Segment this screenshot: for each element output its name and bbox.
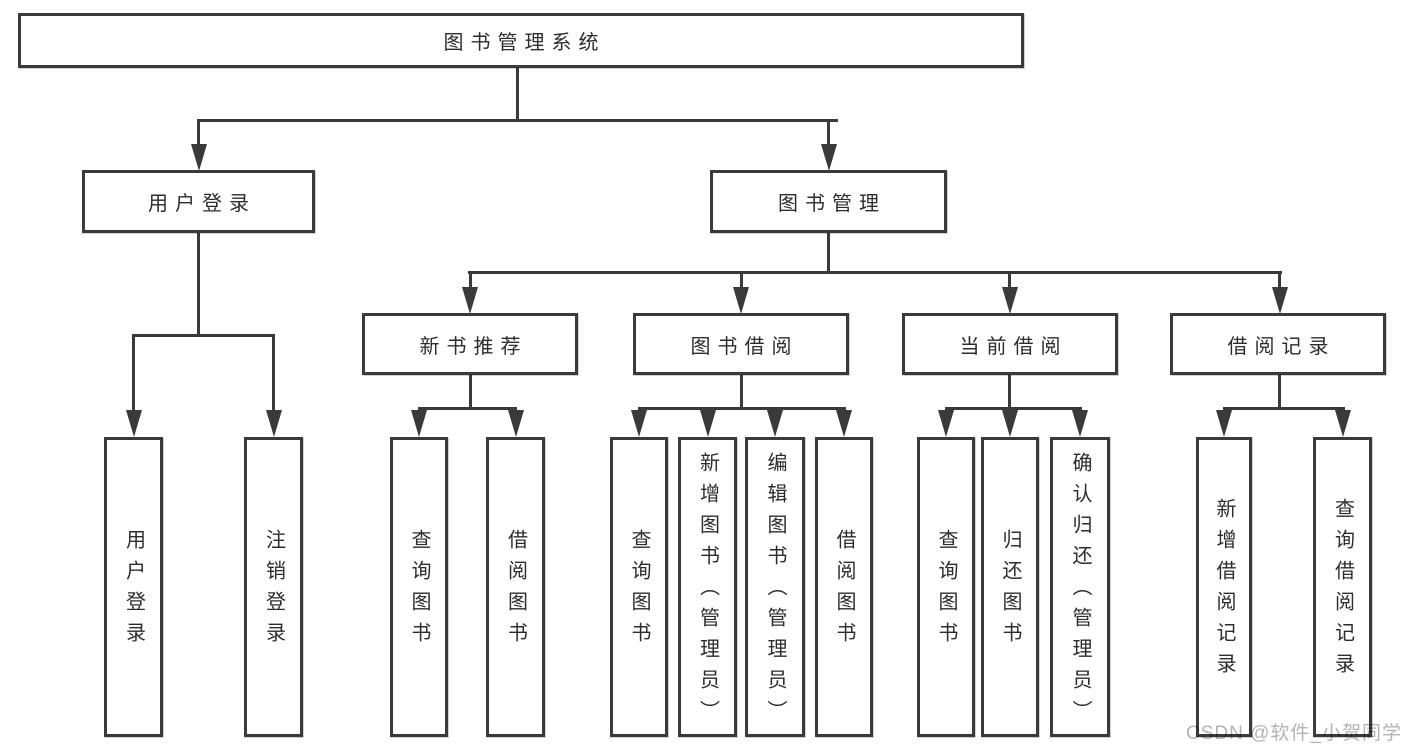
connector-drop-user-login (197, 119, 200, 146)
arrow-down-book-management-icon (821, 144, 837, 171)
node-user-login: 用户登录 (82, 170, 315, 233)
connector-level3-bus (468, 271, 1282, 274)
arrow-down-cb-return-icon (1002, 410, 1018, 437)
connector-book-borrowing-bus (638, 407, 846, 410)
node-label: 查询图书 (935, 529, 957, 653)
arrow-down-br-query-icon (1335, 410, 1351, 437)
node-leaf-cb-confirm-return: 确认归还（管理员） (1050, 437, 1110, 737)
csdn-watermark: CSDN @软件_小贺同学 (1186, 723, 1402, 744)
node-label: 用户登录 (122, 529, 145, 653)
arrow-down-nbr-borrow-icon (508, 410, 524, 437)
arrow-down-cb-confirm-icon (1072, 410, 1088, 437)
node-leaf-cb-return-books: 归还图书 (981, 437, 1039, 737)
connector-drop-borrowing-records (1278, 271, 1281, 288)
node-new-book-recommend: 新书推荐 (362, 313, 578, 375)
arrow-down-new-book-recommend-icon (462, 287, 478, 314)
node-book-borrowing: 图书借阅 (633, 313, 849, 375)
arrow-down-nbr-query-icon (411, 410, 427, 437)
arrow-down-cb-query-icon (938, 410, 954, 437)
node-label: 注销登录 (262, 529, 285, 653)
connector-drop-login (132, 334, 135, 412)
connector-root-stem (516, 68, 519, 121)
node-label: 查询借阅记录 (1331, 498, 1354, 684)
connector-book-management-stem (827, 233, 830, 274)
arrow-down-current-borrowing-icon (1002, 287, 1018, 314)
node-label: 查询图书 (408, 529, 430, 653)
node-label: 图书借阅 (690, 335, 799, 358)
node-library-management-system: 图书管理系统 (18, 13, 1024, 68)
arrow-down-bb-query-icon (631, 410, 647, 437)
node-label: 用户登录 (148, 193, 256, 215)
connector-drop-book-borrowing (740, 271, 743, 288)
node-leaf-nbr-query-books: 查询图书 (390, 437, 448, 737)
node-label: 查询图书 (628, 529, 650, 653)
node-label: 借阅图书 (504, 529, 527, 653)
arrow-down-bb-add-icon (700, 410, 716, 437)
node-borrowing-records: 借阅记录 (1170, 313, 1386, 375)
arrow-down-logout-icon (266, 410, 282, 437)
arrow-down-borrowing-records-icon (1272, 287, 1288, 314)
node-label: 新书推荐 (419, 335, 528, 358)
node-leaf-cb-query-books: 查询图书 (917, 437, 975, 737)
node-label: 当前借阅 (959, 335, 1068, 358)
connector-drop-new-book-recommend (469, 271, 472, 288)
connector-current-borrowing-bus (945, 407, 1082, 410)
node-leaf-user-login: 用户登录 (104, 437, 163, 737)
connector-borrowing-records-stem (1278, 375, 1281, 409)
connector-book-borrowing-stem (740, 375, 743, 409)
node-current-borrowing: 当前借阅 (902, 313, 1118, 375)
node-label: 借阅图书 (833, 529, 855, 653)
node-leaf-bb-borrow-books: 借阅图书 (815, 437, 873, 737)
node-leaf-nbr-borrow-books: 借阅图书 (486, 437, 545, 737)
node-leaf-br-query-record: 查询借阅记录 (1313, 437, 1372, 737)
connector-current-borrowing-stem (1008, 375, 1011, 409)
node-label: 归还图书 (999, 529, 1021, 653)
node-label: 图书管理 (778, 193, 886, 215)
arrow-down-login-icon (126, 410, 142, 437)
node-book-management: 图书管理 (710, 170, 947, 233)
node-leaf-logout: 注销登录 (244, 437, 303, 737)
node-label: 新增图书（管理员） (696, 451, 719, 731)
node-label: 编辑图书（管理员） (764, 451, 786, 731)
node-leaf-bb-query-books: 查询图书 (610, 437, 668, 737)
node-label: 图书管理系统 (443, 32, 606, 54)
node-leaf-bb-edit-books: 编辑图书（管理员） (745, 437, 805, 737)
arrow-down-user-login-icon (191, 144, 207, 171)
node-label: 借阅记录 (1227, 335, 1336, 358)
node-leaf-bb-add-books: 新增图书（管理员） (678, 437, 737, 737)
connector-new-book-recommend-stem (469, 375, 472, 409)
arrow-down-book-borrowing-icon (733, 287, 749, 314)
connector-level1-bus (197, 119, 838, 122)
connector-borrowing-records-bus (1223, 407, 1345, 410)
connector-user-login-bus (132, 334, 275, 337)
connector-user-login-stem (197, 233, 200, 337)
arrow-down-bb-borrow-icon (836, 410, 852, 437)
node-label: 新增借阅记录 (1213, 498, 1235, 684)
connector-drop-current-borrowing (1008, 271, 1011, 288)
node-label: 确认归还（管理员） (1069, 451, 1091, 731)
connector-drop-book-management (827, 119, 830, 146)
arrow-down-bb-edit-icon (767, 410, 783, 437)
node-leaf-br-add-record: 新增借阅记录 (1196, 437, 1252, 737)
arrow-down-br-add-icon (1216, 410, 1232, 437)
connector-drop-logout (272, 334, 275, 412)
connector-new-book-recommend-bus (418, 407, 517, 410)
